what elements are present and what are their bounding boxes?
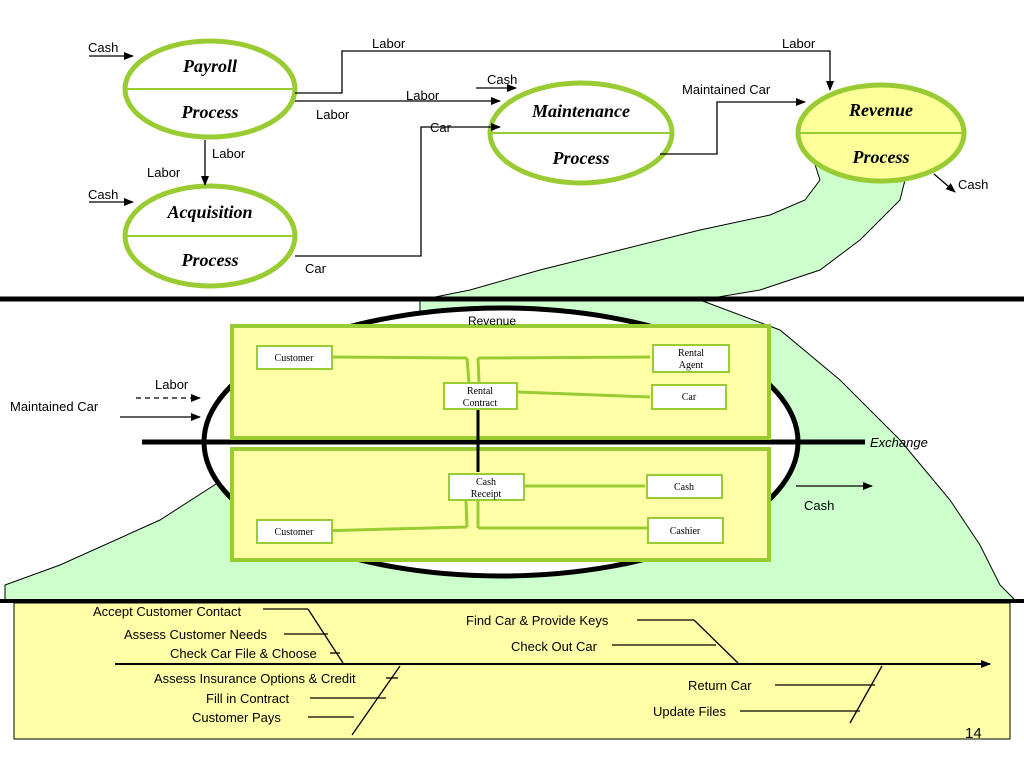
maintained-car-top-label: Maintained Car	[682, 82, 771, 97]
svg-text:Cash: Cash	[476, 477, 496, 488]
event-cash-label: Cash	[804, 498, 834, 513]
activity-left-2: Assess Customer Needs	[124, 627, 268, 642]
activity-right-3: Return Car	[688, 678, 752, 693]
cash-revenue-out-label: Cash	[958, 177, 988, 192]
cash-box: Cash	[646, 474, 723, 499]
svg-text:Customer: Customer	[275, 353, 315, 364]
svg-text:Cashier: Cashier	[670, 526, 701, 537]
svg-text:Contract: Contract	[463, 398, 498, 409]
event-labor-label: Labor	[155, 377, 189, 392]
svg-text:Receipt: Receipt	[471, 489, 502, 500]
labor-top-left-label: Labor	[372, 36, 406, 51]
maintenance-top-label: Maintenance	[531, 101, 630, 121]
activity-left-4: Assess Insurance Options & Credit	[154, 671, 356, 686]
car-acquisition-out-label: Car	[305, 261, 327, 276]
acquisition-process: Acquisition Process	[122, 183, 298, 289]
revenue-bottom-label: Process	[852, 147, 910, 167]
page-number: 14	[965, 725, 982, 742]
maintained-car-arrow	[660, 98, 806, 155]
revenue-process: Revenue Process	[795, 82, 967, 184]
svg-text:Car: Car	[682, 392, 697, 403]
cash-from-revenue-arrow	[933, 173, 956, 193]
svg-text:Rental: Rental	[678, 348, 704, 359]
car-box: Car	[651, 384, 727, 410]
maintenance-bottom-label: Process	[552, 148, 610, 168]
car-to-maintenance-label: Car	[430, 120, 452, 135]
cash-receipt-box: Cash Receipt	[448, 473, 525, 501]
svg-text:Agent: Agent	[679, 360, 704, 371]
activity-left-6: Customer Pays	[192, 710, 281, 725]
labor-to-maintenance-label: Labor	[406, 88, 440, 103]
svg-text:Rental: Rental	[467, 386, 493, 397]
rental-contract-box: Rental Contract	[443, 382, 518, 410]
labor-to-revenue-arrow	[295, 50, 834, 94]
labor-top-right-label: Labor	[782, 36, 816, 51]
maintenance-process: Maintenance Process	[487, 80, 675, 186]
cash-maintenance-label: Cash	[487, 72, 517, 87]
activity-left-1: Accept Customer Contact	[93, 604, 242, 619]
svg-text:Customer: Customer	[275, 527, 315, 538]
event-title: Revenue	[468, 314, 516, 328]
labor-payroll-out-label: Labor	[316, 107, 350, 122]
exchange-label: Exchange	[870, 435, 928, 450]
labor-down-label-2: Labor	[147, 165, 181, 180]
activities-panel	[13, 602, 1011, 740]
acquisition-bottom-label: Process	[181, 250, 239, 270]
payroll-top-label: Payroll	[182, 56, 237, 76]
activity-left-5: Fill in Contract	[206, 691, 289, 706]
activity-left-3: Check Car File & Choose	[170, 646, 317, 661]
activity-right-1: Find Car & Provide Keys	[466, 613, 609, 628]
payroll-bottom-label: Process	[181, 102, 239, 122]
activity-right-2: Check Out Car	[511, 639, 598, 654]
rental-agent-box: Rental Agent	[652, 344, 730, 373]
labor-down-label-1: Labor	[212, 146, 246, 161]
activity-right-4: Update Files	[653, 704, 726, 719]
svg-text:Cash: Cash	[674, 482, 694, 493]
customer-bottom-box: Customer	[256, 519, 333, 544]
acquisition-top-label: Acquisition	[166, 202, 252, 222]
revenue-top-label: Revenue	[848, 100, 913, 120]
event-maintained-car-label: Maintained Car	[10, 399, 99, 414]
cashier-box: Cashier	[647, 517, 724, 544]
payroll-process: Payroll Process	[122, 38, 298, 140]
customer-top-box: Customer	[256, 345, 333, 370]
cash-payroll-label: Cash	[88, 40, 118, 55]
car-to-maintenance-arrow	[295, 123, 501, 257]
cash-acquisition-label: Cash	[88, 187, 118, 202]
